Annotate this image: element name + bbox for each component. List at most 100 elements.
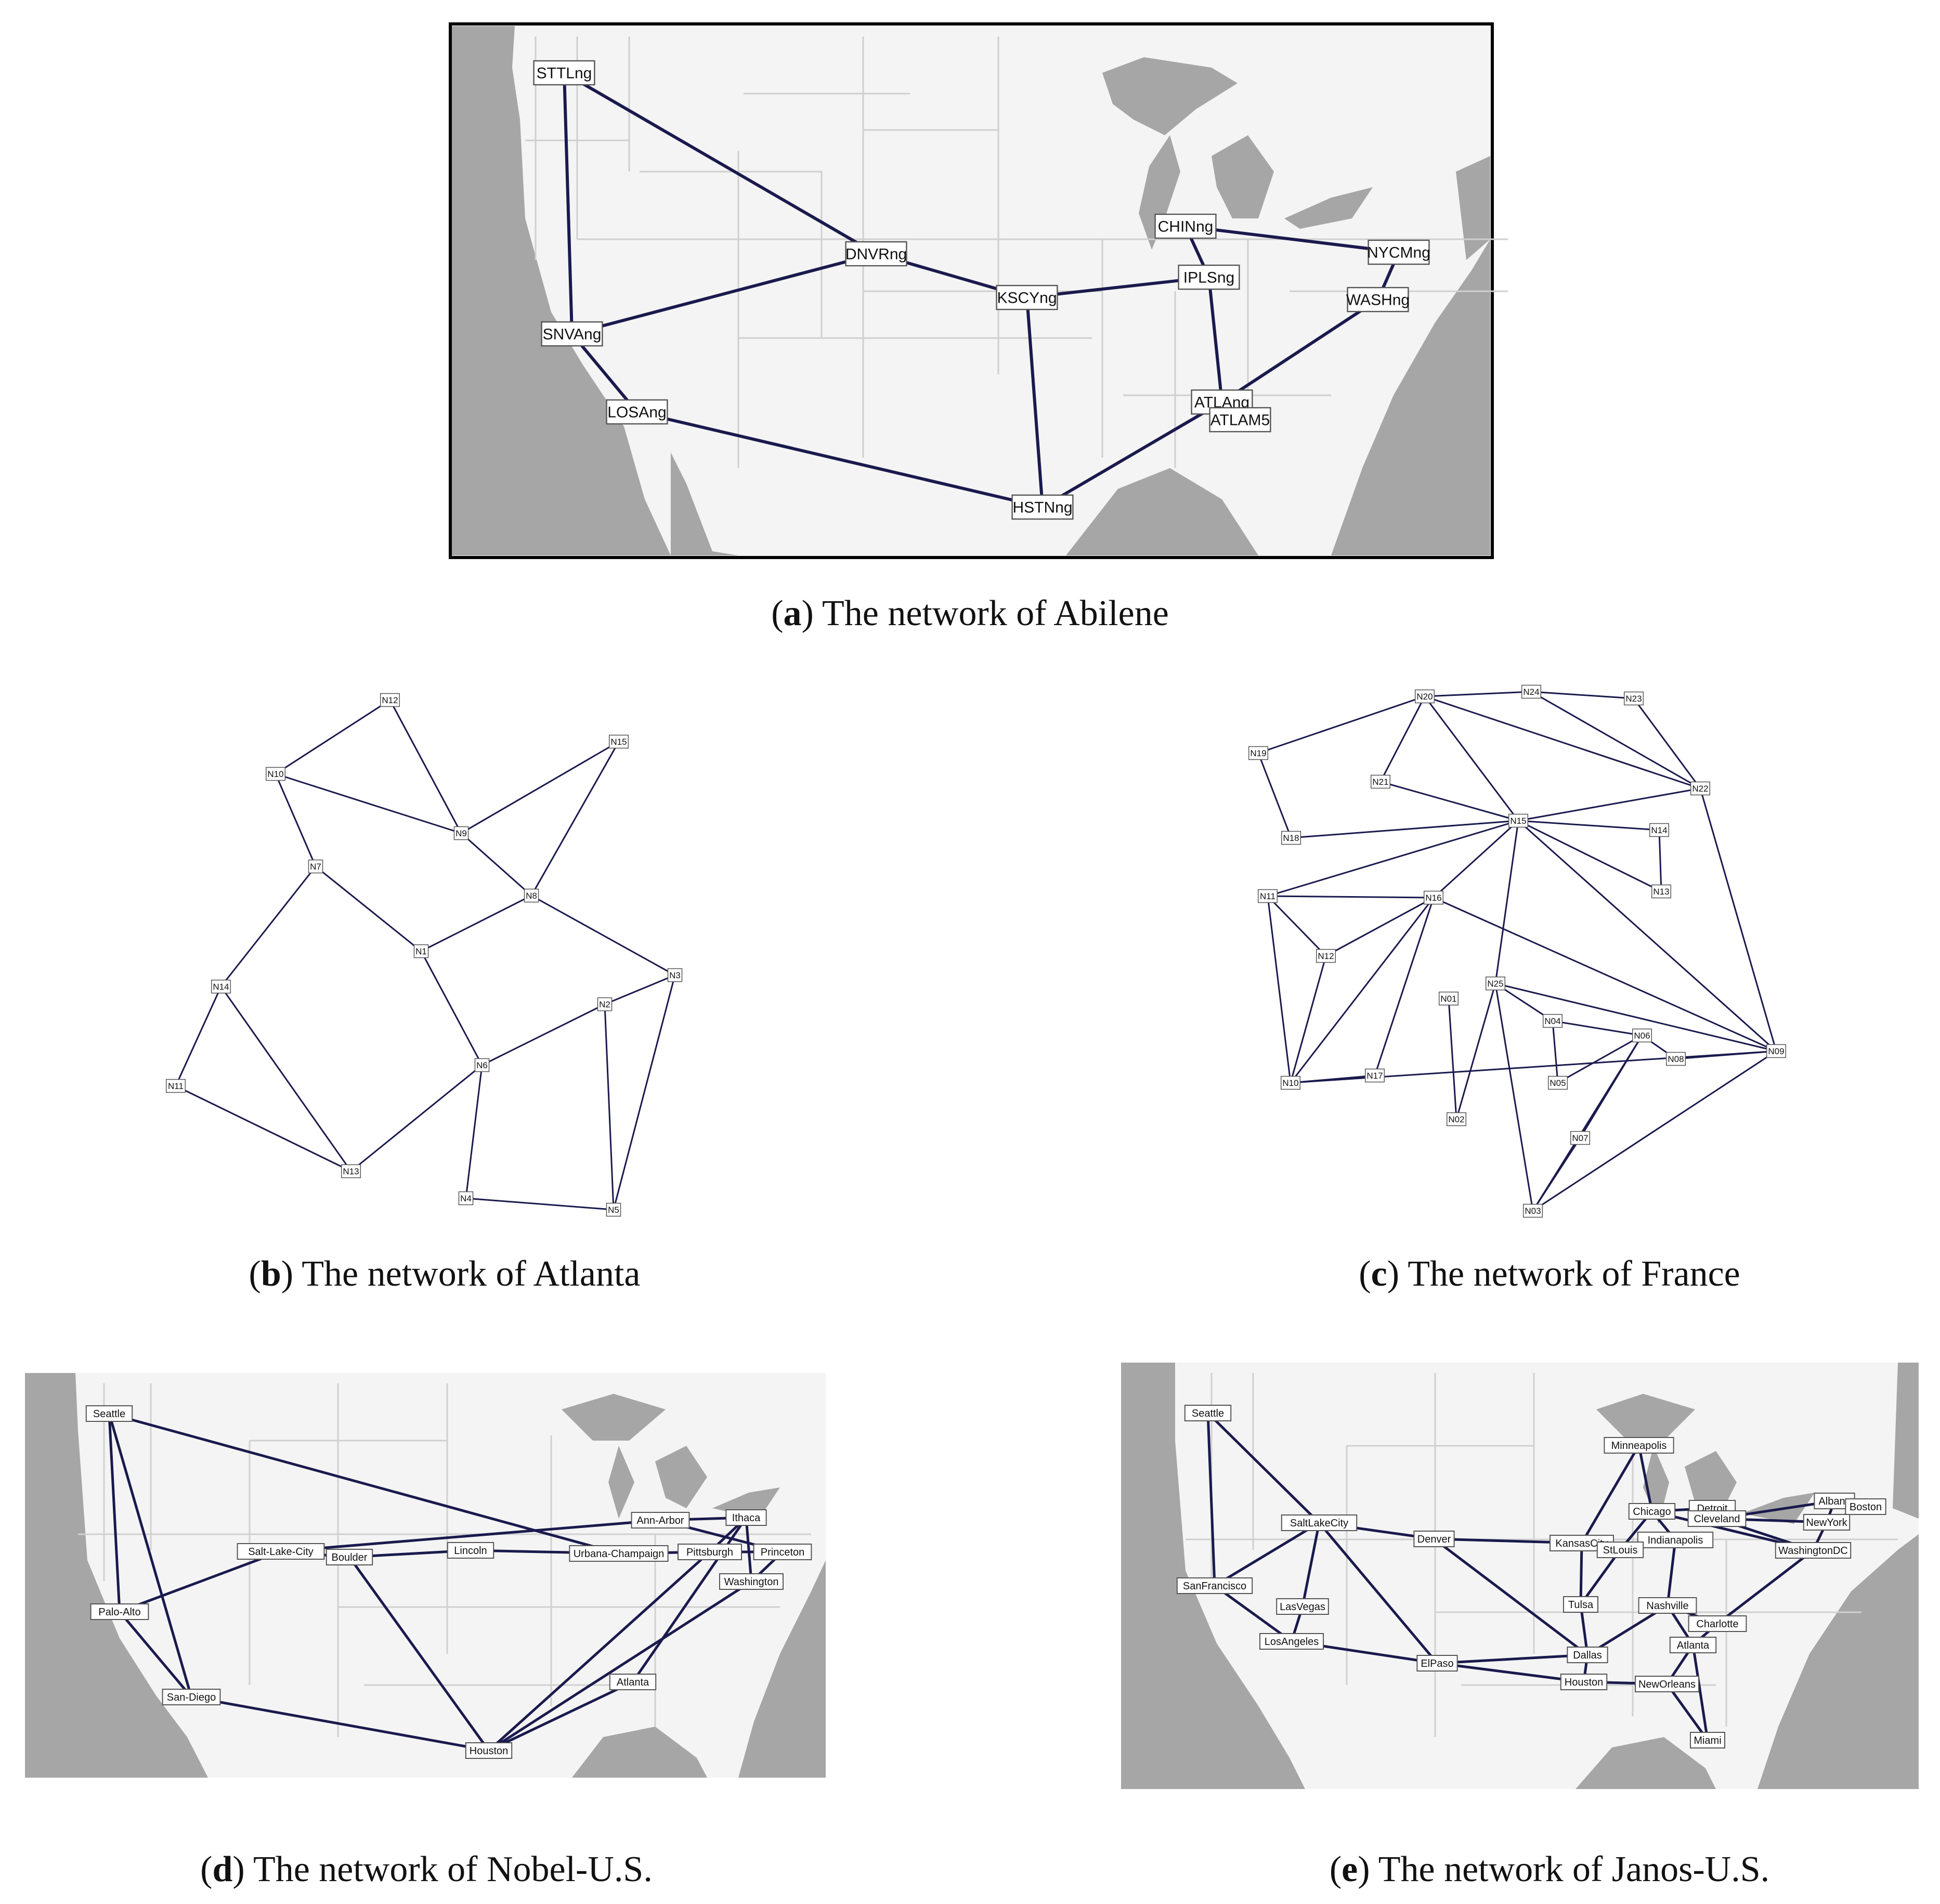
edge-CHINng-NYCMng <box>1185 225 1399 254</box>
node-box <box>1280 1076 1301 1090</box>
node-label: N03 <box>1525 1206 1541 1216</box>
node-N8: N8 <box>524 888 539 903</box>
node-label: Boston <box>1850 1501 1882 1513</box>
node-box <box>1522 1203 1543 1218</box>
node-label: Ithaca <box>732 1512 761 1524</box>
edge-Pittsburgh-Houston <box>488 1551 711 1752</box>
edge-N9-N8 <box>461 832 532 897</box>
node-label: N4 <box>460 1194 472 1203</box>
edge-N3-N5 <box>613 975 676 1210</box>
node-N9: N9 <box>453 826 469 840</box>
node-label: N21 <box>1372 777 1388 787</box>
node-label: KansasCity <box>1555 1538 1608 1549</box>
edge-N05-N06 <box>1557 1034 1643 1084</box>
edge-N15-N14 <box>1518 820 1660 831</box>
node-box <box>474 1058 490 1072</box>
node-label: ElPaso <box>1421 1658 1453 1669</box>
edge-SanFrancisco-LosAngeles <box>1214 1584 1293 1643</box>
node-label: Urbana-Champaign <box>574 1548 665 1560</box>
node-box <box>1803 1514 1851 1531</box>
node-N14: N14 <box>1649 823 1670 837</box>
node-label: Chicago <box>1633 1506 1671 1518</box>
caption-e-text: The network of Janos-U.S. <box>1370 1849 1770 1889</box>
edge-N10-N12 <box>275 699 390 775</box>
edge-N20-N22 <box>1424 695 1701 789</box>
node-label: N14 <box>1651 825 1667 835</box>
node-label: N13 <box>343 1167 359 1176</box>
node-N7: N7 <box>308 859 323 874</box>
node-label: HSTNng <box>1012 499 1072 516</box>
node-box <box>1281 831 1301 845</box>
node-box <box>569 1545 669 1562</box>
node-LosAngeles: LosAngeles <box>1259 1633 1324 1650</box>
node-box <box>162 1689 221 1705</box>
node-N16: N16 <box>1423 890 1444 905</box>
node-box <box>453 826 469 840</box>
node-label: Houston <box>1565 1677 1604 1688</box>
node-Lincoln: Lincoln <box>447 1542 494 1559</box>
edge-Dallas-ElPaso <box>1437 1653 1588 1665</box>
node-label: Dallas <box>1573 1650 1602 1661</box>
node-Charlotte: Charlotte <box>1688 1615 1747 1632</box>
edge-Tulsa-Dallas <box>1579 1604 1589 1655</box>
node-box <box>1184 1405 1232 1421</box>
edge-Minneapolis-Chicago <box>1637 1445 1653 1512</box>
edge-N16-N10 <box>1290 897 1435 1083</box>
edge-N10-N09 <box>1290 1050 1777 1084</box>
node-label: N19 <box>1250 748 1266 758</box>
caption-b-letter: b <box>261 1254 281 1294</box>
caption-d: (d) The network of Nobel-U.S. <box>200 1849 653 1889</box>
node-label: Atlanta <box>617 1677 649 1688</box>
node-label: Denver <box>1417 1534 1451 1545</box>
node-label: N04 <box>1544 1016 1560 1026</box>
node-box <box>265 767 286 781</box>
node-label: Cleveland <box>1694 1513 1740 1525</box>
edge-Denver-Dallas <box>1433 1538 1589 1656</box>
node-N4: N4 <box>458 1191 474 1206</box>
node-LasVegas: LasVegas <box>1276 1598 1329 1615</box>
edge-N9-N15 <box>461 741 619 834</box>
node-label: N22 <box>1692 784 1708 794</box>
node-N01: N01 <box>1438 991 1459 1006</box>
node-NYCMng: NYCMng <box>1367 239 1430 265</box>
node-box <box>1665 1052 1686 1066</box>
node-label: Seattle <box>1192 1408 1224 1419</box>
node-label: Ann-Arbor <box>636 1515 684 1526</box>
node-label: SaltLakeCity <box>1290 1518 1348 1529</box>
node-LOSAng: LOSAng <box>606 399 668 425</box>
node-label: N07 <box>1572 1133 1588 1143</box>
node-N13: N13 <box>341 1164 361 1178</box>
edge-N16-N12 <box>1325 897 1434 957</box>
edge-N16-N17 <box>1374 897 1435 1076</box>
node-box <box>90 1603 149 1620</box>
node-N08: N08 <box>1665 1052 1686 1066</box>
edge-STTLng-DNVRng <box>563 71 877 255</box>
caption-c-letter: c <box>1371 1254 1387 1294</box>
node-label: LOSAng <box>607 404 666 421</box>
node-label: N08 <box>1668 1054 1684 1064</box>
node-box <box>1413 1531 1455 1547</box>
node-box <box>1845 1498 1886 1515</box>
edge-N10-N9 <box>275 773 462 834</box>
node-label: Tulsa <box>1568 1599 1594 1611</box>
node-box <box>1370 774 1391 789</box>
node-box <box>1281 1514 1358 1531</box>
edge-KSCYng-HSTNng <box>1025 297 1044 508</box>
node-label: N13 <box>1653 887 1669 897</box>
node-N07: N07 <box>1570 1131 1591 1145</box>
node-N10: N10 <box>265 767 286 781</box>
node-label: N11 <box>168 1081 184 1091</box>
node-box <box>1690 781 1711 796</box>
node-Boulder: Boulder <box>325 1549 373 1565</box>
node-box <box>606 1202 621 1217</box>
node-Cleveland: Cleveland <box>1687 1510 1747 1527</box>
node-box <box>1547 1076 1568 1090</box>
node-box <box>845 241 907 267</box>
node-N13: N13 <box>1651 884 1672 899</box>
node-Boston: Boston <box>1845 1498 1886 1515</box>
edge-N18-N15 <box>1291 820 1519 839</box>
node-Seattle: Seattle <box>85 1405 133 1422</box>
